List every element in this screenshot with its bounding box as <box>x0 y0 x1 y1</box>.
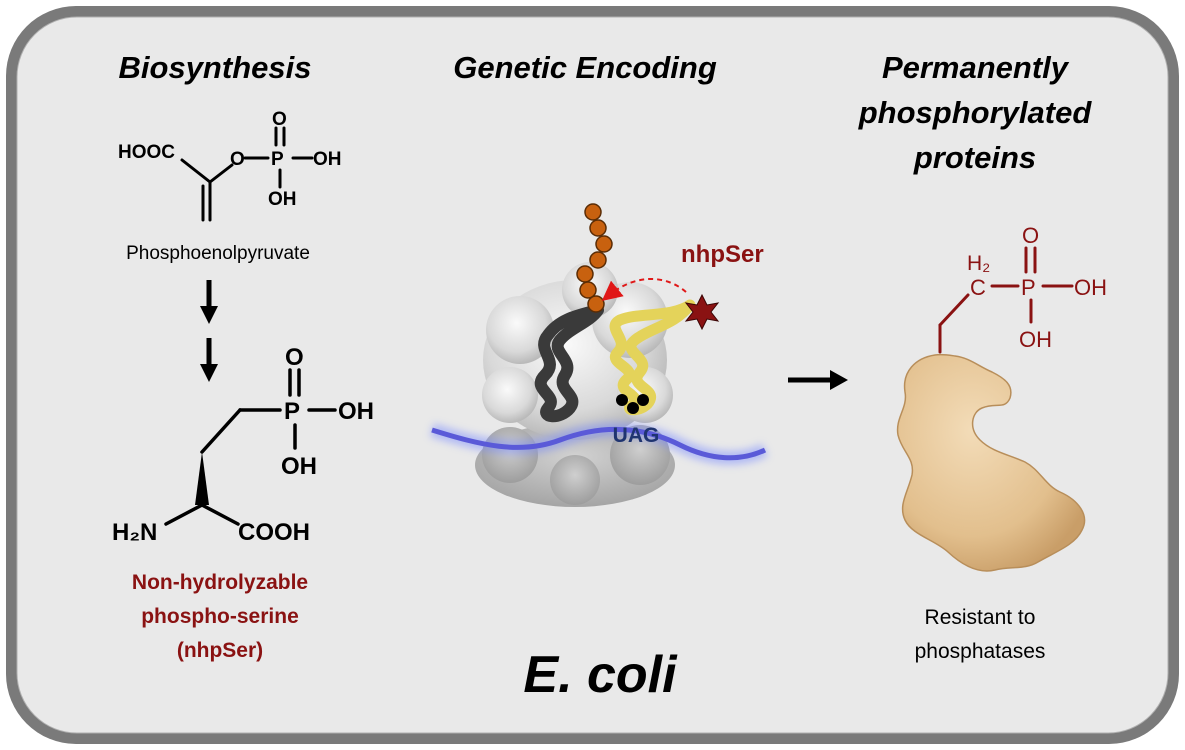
nhpser-h2n: H₂N <box>112 519 157 546</box>
anticodon-dot-3 <box>637 394 649 406</box>
product-oh-right: OH <box>1074 275 1107 300</box>
pep-o-top: O <box>272 109 287 130</box>
pep-oh-bottom: OH <box>268 189 297 210</box>
product-p: P <box>1021 275 1036 300</box>
product-oh-bottom: OH <box>1019 327 1052 352</box>
pep-hooc: HOOC <box>118 142 175 163</box>
nhpser-oh-bottom: OH <box>281 453 317 480</box>
pep-oh: OH <box>313 149 342 170</box>
nhpser-name-line2: phospho-serine <box>141 605 299 628</box>
product-h2: H₂ <box>967 252 990 275</box>
trna-dark <box>534 304 604 423</box>
header-permanent-line2: phosphorylated <box>858 95 1092 130</box>
anticodon-dot-2 <box>627 402 639 414</box>
header-genetic-encoding: Genetic Encoding <box>453 50 717 85</box>
down-arrow-icon-2 <box>200 338 218 382</box>
pep-o: O <box>230 149 245 170</box>
product-structure <box>938 246 1074 354</box>
product-c: C <box>970 275 986 300</box>
peptide-chain <box>576 203 613 313</box>
product-caption-line2: phosphatases <box>914 640 1046 663</box>
right-arrow-icon <box>788 370 848 390</box>
nhpser-cooh: COOH <box>238 519 310 546</box>
nhpser-name-line3: (nhpSer) <box>176 639 264 662</box>
codon-label: UAG <box>613 424 660 447</box>
header-permanent-line3: proteins <box>913 140 1037 175</box>
product-caption-line1: Resistant to <box>924 606 1036 629</box>
nhpser-p: P <box>284 398 300 425</box>
nhpser-o-top: O <box>285 344 304 371</box>
pep-name: Phosphoenolpyruvate <box>126 243 310 264</box>
nhpser-structure <box>164 368 337 526</box>
mrna-strand <box>431 426 767 461</box>
star-icon <box>684 293 720 331</box>
protein-surface <box>896 353 1086 572</box>
organism-label: E. coli <box>523 646 677 704</box>
down-arrow-icon <box>200 280 218 324</box>
wedge-bond <box>195 452 209 505</box>
transfer-arrow <box>601 278 687 302</box>
anticodon-dot <box>616 394 628 406</box>
pep-p: P <box>271 149 284 170</box>
nhpser-name-line1: Non-hydrolyzable <box>131 571 309 594</box>
pep-structure <box>180 126 314 222</box>
nhpser-label: nhpSer <box>681 241 764 268</box>
header-permanent-line1: Permanently <box>881 50 1069 85</box>
nhpser-oh-right: OH <box>338 398 374 425</box>
product-o-top: O <box>1022 223 1039 248</box>
header-biosynthesis: Biosynthesis <box>118 50 312 85</box>
